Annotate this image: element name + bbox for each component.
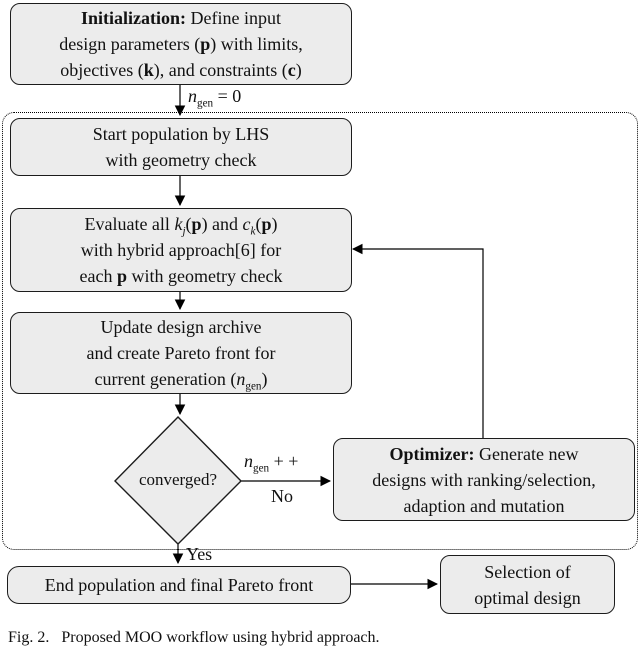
node-initialization: Initialization: Define input design para… (10, 3, 352, 85)
selection-line1: Selection of (484, 561, 571, 582)
evaluate-line3: each p with geometry check (79, 266, 283, 286)
math-var-p: p (191, 214, 202, 234)
node-update-archive: Update design archive and create Pareto … (10, 312, 352, 394)
math-var-p: p (117, 266, 128, 286)
evaluate-line2: with hybrid approach[6] for (80, 240, 282, 260)
start-line1: Start population by LHS (92, 124, 270, 144)
update-line1: Update design archive (100, 317, 262, 337)
node-selection: Selection of optimal design (440, 555, 615, 614)
math-var-p: p (200, 34, 211, 54)
edge-label-ngen-increment: ngen + + (244, 451, 299, 475)
start-line2: with geometry check (105, 150, 257, 170)
optimizer-keyword: Optimizer: (389, 443, 475, 464)
optimizer-line3: adaption and mutation (403, 495, 565, 516)
math-var-p: p (261, 214, 272, 234)
update-line2: and create Pareto front for (86, 343, 276, 363)
decision-diamond-shape (114, 416, 242, 545)
edge-label-ngen-equals-0: ngen = 0 (188, 86, 242, 110)
optimizer-line1: Optimizer: Generate new (389, 443, 579, 464)
selection-line2: optimal design (474, 587, 581, 608)
math-var-kj: k (174, 214, 183, 234)
node-start-population: Start population by LHS with geometry ch… (10, 118, 352, 176)
node-end-population: End population and final Pareto front (7, 566, 351, 604)
node-optimizer: Optimizer: Generate new designs with ran… (333, 438, 635, 521)
edge-label-no: No (271, 486, 293, 506)
init-keyword: Initialization: (81, 8, 187, 28)
edge-label-yes: Yes (186, 544, 213, 564)
math-var-k: k (143, 60, 154, 80)
arrow-optimizer-to-evaluate-feedback (351, 243, 484, 438)
node-evaluate: Evaluate all kj(p) and ck(p) with hybrid… (10, 208, 352, 292)
decision-converged-label: converged? (138, 470, 218, 489)
init-line3: objectives (k), and constraints (c) (60, 60, 302, 80)
figure-caption: Fig. 2. Proposed MOO workflow using hybr… (8, 629, 380, 646)
optimization-loop-boundary (2, 112, 638, 550)
end-line1: End population and final Pareto front (44, 575, 314, 595)
init-line1: Initialization: Define input (81, 8, 281, 28)
math-var-ck: c (242, 214, 251, 234)
math-var-ngen: n (236, 369, 246, 389)
optimizer-line2: designs with ranking/selection, (372, 469, 596, 490)
update-line3: current generation (ngen) (94, 369, 268, 393)
init-line2: design parameters (p) with limits, (59, 34, 303, 54)
evaluate-line1: Evaluate all kj(p) and ck(p) (84, 214, 278, 238)
math-var-c: c (287, 60, 296, 80)
